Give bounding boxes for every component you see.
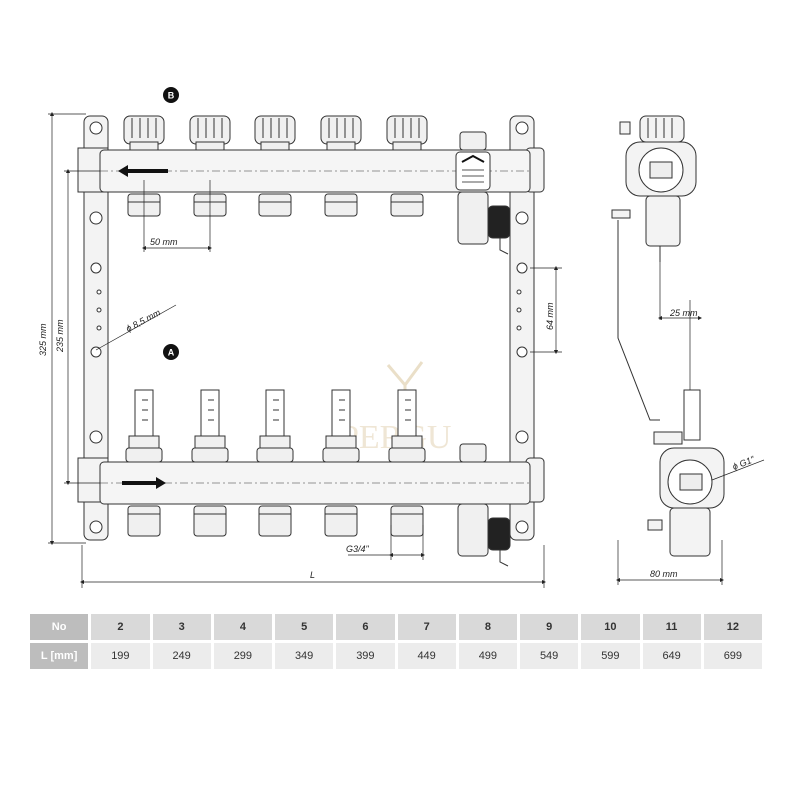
table-header-cell: 11: [642, 614, 701, 640]
top-valve-caps: [123, 115, 487, 151]
side-offset-label: 25 mm: [669, 308, 698, 318]
dim-hole-label: ϕ 8,5 mm: [124, 307, 162, 334]
table-length-cell: 549: [520, 643, 579, 669]
side-view: [611, 115, 725, 557]
badge-a: A: [163, 344, 179, 360]
table-header-cell: 10: [581, 614, 640, 640]
table-length-cell: 199: [91, 643, 150, 669]
table-length-cell: 349: [275, 643, 334, 669]
badge-b: B: [163, 87, 179, 103]
table-length-cell: 649: [642, 643, 701, 669]
side-port-label: ϕ G1": [731, 454, 757, 472]
table-header-cell: 3: [152, 614, 211, 640]
table-length-cell: 699: [703, 643, 762, 669]
dim-spacing-label: 50 mm: [150, 237, 178, 247]
table-row-label: L [mm]: [30, 643, 89, 669]
table-length-cell: 449: [397, 643, 456, 669]
table-header-cell: 12: [703, 614, 762, 640]
return-bar: [99, 461, 531, 505]
table-header-cell: 5: [275, 614, 334, 640]
flow-meters: [125, 389, 487, 463]
table-length-cell: 299: [213, 643, 272, 669]
supply-outlets: [127, 191, 511, 255]
table-header-cell: 6: [336, 614, 395, 640]
dim-height-inner-label: 235 mm: [55, 319, 65, 353]
side-depth-label: 80 mm: [650, 569, 678, 579]
return-outlets: [127, 503, 511, 567]
supply-bar: [99, 149, 531, 193]
side-dimension-lines: [615, 262, 765, 585]
table-header-cell: 4: [213, 614, 272, 640]
table-header-cell: 2: [91, 614, 150, 640]
table-header-cell: 7: [397, 614, 456, 640]
table-header-label: No: [30, 614, 89, 640]
bracket-holes: [89, 121, 529, 534]
badge-a-label: A: [168, 348, 175, 358]
badge-b-label: B: [168, 91, 175, 101]
dim-bracket-label: 64 mm: [545, 302, 555, 330]
dim-length-label: L: [310, 570, 315, 580]
manifold-technical-drawing: PERGU: [38, 87, 765, 588]
table-length-cell: 399: [336, 643, 395, 669]
dim-height-total-label: 325 mm: [38, 323, 48, 356]
dim-thread-label: G3/4": [346, 544, 370, 554]
dimension-lines: [48, 111, 562, 588]
table-length-cell: 499: [458, 643, 517, 669]
table-header-cell: 8: [458, 614, 517, 640]
table-header-cell: 9: [520, 614, 579, 640]
table-length-cell: 599: [581, 643, 640, 669]
table-length-cell: 249: [152, 643, 211, 669]
